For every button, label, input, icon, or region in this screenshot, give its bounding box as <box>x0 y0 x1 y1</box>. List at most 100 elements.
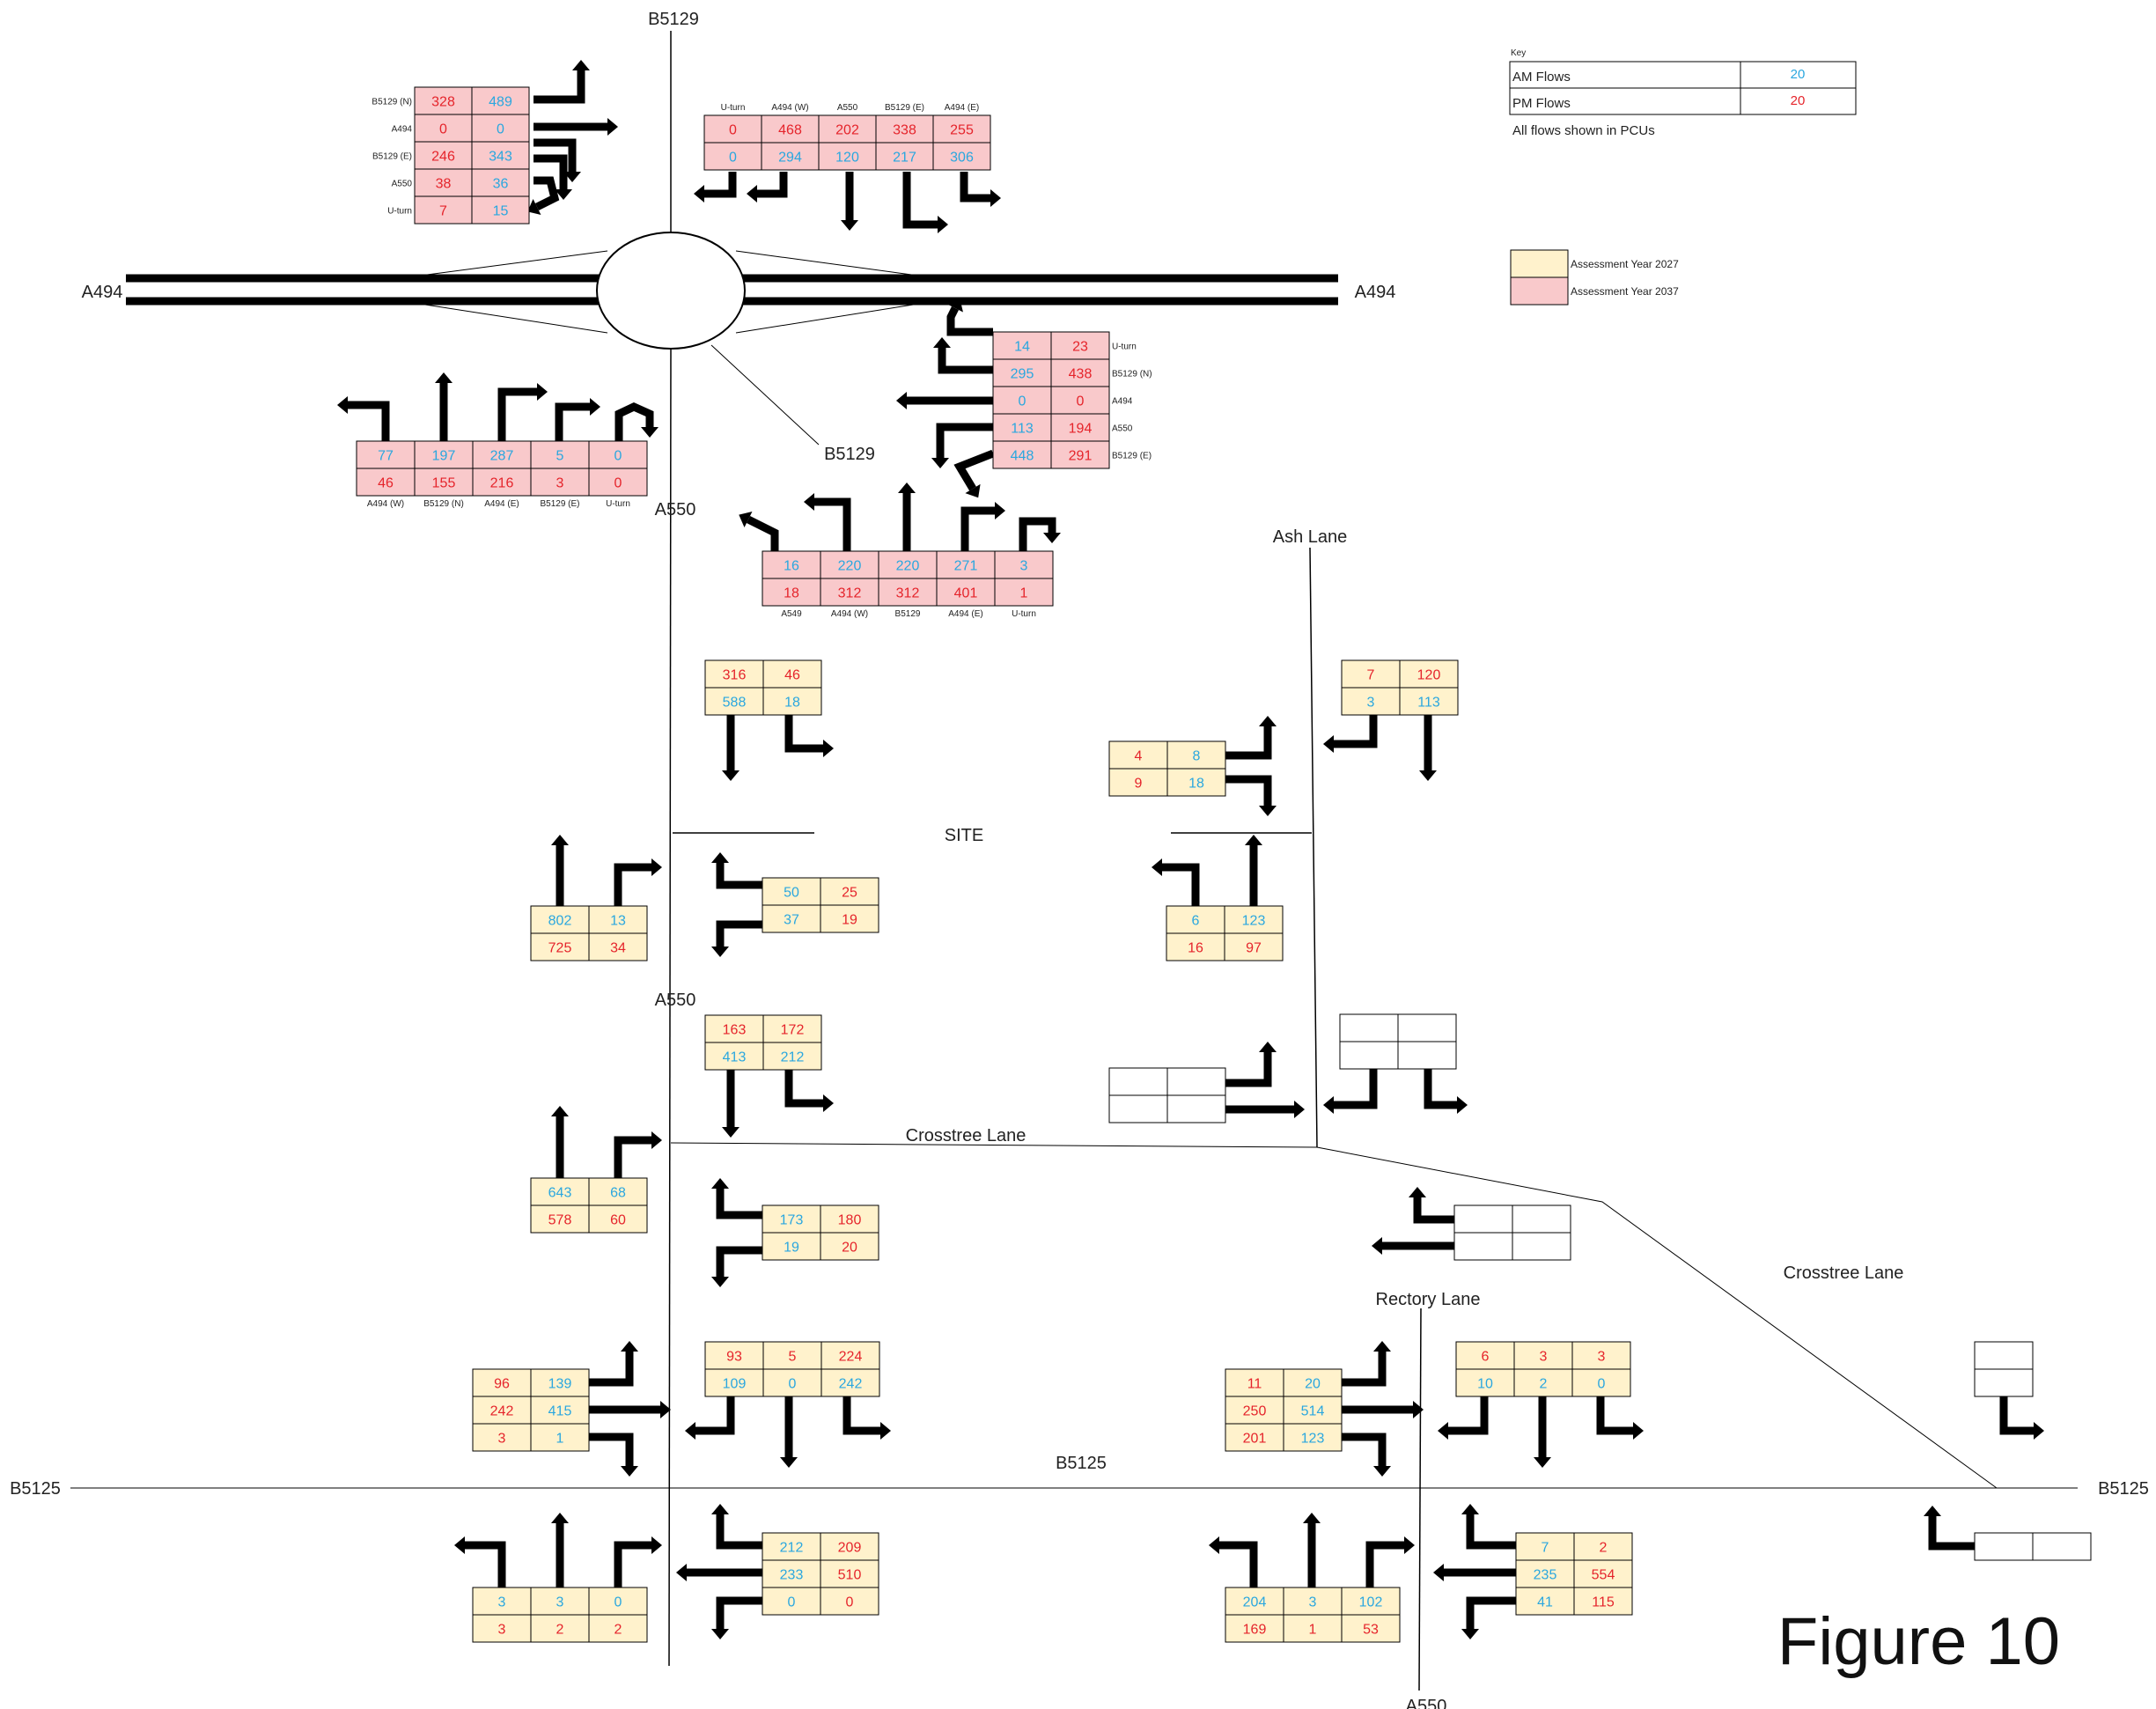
movement-label: A550 <box>392 180 413 189</box>
flow-cell <box>818 142 877 171</box>
flow-cell <box>762 687 822 716</box>
flow-cell <box>704 1341 764 1370</box>
flow-cell <box>588 468 648 497</box>
flow-value: 16 <box>784 559 799 574</box>
flow-value: 3 <box>1367 696 1375 711</box>
key-note: All flows shown in PCUs <box>1512 123 1655 138</box>
flow-value: 287 <box>490 449 514 464</box>
turn-arrow <box>1342 1401 1424 1418</box>
flow-value: 401 <box>954 586 978 601</box>
turn-arrow <box>533 60 590 104</box>
flow-cell <box>761 114 820 144</box>
flow-cell <box>1225 1587 1284 1616</box>
flow-cell <box>1283 1587 1343 1616</box>
key: Key AM Flows 20 PM Flows 20 All flows sh… <box>1509 48 1857 306</box>
turn-arrow <box>614 1536 662 1587</box>
flow-cell <box>588 932 648 961</box>
turn-arrow <box>711 1178 762 1219</box>
flow-value: 2 <box>614 1623 622 1638</box>
turn-arrow <box>843 1396 891 1440</box>
flow-value: 3 <box>556 1595 564 1610</box>
turn-arrow <box>435 372 453 441</box>
flow-cell <box>1283 1614 1343 1643</box>
flow-value: 202 <box>835 123 859 138</box>
road-label-b5129-diag: B5129 <box>824 445 875 464</box>
flow-cell <box>818 114 877 144</box>
flow-cell <box>1225 1423 1284 1452</box>
flow-cell <box>761 142 820 171</box>
flow-value: 242 <box>839 1377 863 1392</box>
flow-value: 4 <box>1135 749 1143 764</box>
flow-value: 306 <box>950 151 974 166</box>
flow-cell <box>530 1177 590 1206</box>
flow-cell <box>588 440 648 469</box>
flow-value: 3 <box>498 1623 506 1638</box>
roundabout <box>596 232 746 350</box>
flow-cell <box>992 413 1052 442</box>
rectory-a550-road <box>1418 1308 1422 1691</box>
flow-cell <box>932 114 991 144</box>
flow-value: 163 <box>723 1023 747 1038</box>
turn-arrow <box>953 449 995 498</box>
turn-arrow <box>1225 1042 1277 1087</box>
flow-cell <box>472 1423 532 1452</box>
turn-arrow <box>784 715 834 757</box>
flow-value: 295 <box>1011 367 1034 382</box>
flow-cell <box>1050 358 1110 387</box>
turn-arrow <box>685 1396 735 1440</box>
flow-value: 23 <box>1072 340 1088 355</box>
flow-cell <box>471 141 530 170</box>
flow-cell <box>414 468 474 497</box>
flow-value: 38 <box>436 177 452 192</box>
flow-cell <box>471 86 530 115</box>
movement-label: A549 <box>781 609 802 619</box>
turn-arrow <box>780 1396 798 1468</box>
flow-value: 212 <box>780 1541 804 1556</box>
flow-cell <box>1341 1614 1401 1643</box>
movement-label: A494 (E) <box>948 609 982 619</box>
flow-value: 1 <box>556 1432 564 1447</box>
flow-value: 3 <box>1540 1350 1548 1365</box>
empty-flow-table <box>1339 1013 1457 1070</box>
turn-arrow <box>533 138 581 182</box>
flow-value: 20 <box>842 1241 857 1256</box>
flow-cell <box>472 468 532 497</box>
flow-cell <box>588 1204 648 1234</box>
empty-flow-table <box>1453 1204 1571 1261</box>
turn-arrow <box>1461 1504 1516 1550</box>
flow-value: 1 <box>1309 1623 1317 1638</box>
turn-arrow <box>589 1341 638 1387</box>
key-title: Key <box>1511 48 1526 58</box>
flow-value: 155 <box>432 476 456 491</box>
flow-cell <box>820 1368 880 1397</box>
empty-flow-table <box>1974 1341 2034 1397</box>
flow-cell <box>1573 1559 1633 1588</box>
turn-arrow <box>497 383 548 441</box>
movement-label: B5129 (E) <box>372 152 412 162</box>
turn-arrow <box>747 172 788 203</box>
flow-value: 312 <box>896 586 920 601</box>
flow-cell <box>1050 440 1110 469</box>
flow-value: 0 <box>846 1595 854 1610</box>
turn-arrow <box>1245 835 1262 906</box>
movement-label: A494 (E) <box>945 103 979 113</box>
flow-value: 0 <box>729 123 737 138</box>
slip-sw <box>413 302 608 334</box>
movement-label: U-turn <box>721 103 746 113</box>
flow-value: 46 <box>378 476 394 491</box>
slip-se <box>735 302 925 334</box>
flow-cell <box>1515 1559 1575 1588</box>
flow-cell <box>1108 768 1168 797</box>
turn-arrow <box>551 835 569 906</box>
flow-value: 216 <box>490 476 514 491</box>
flow-value: 220 <box>838 559 862 574</box>
